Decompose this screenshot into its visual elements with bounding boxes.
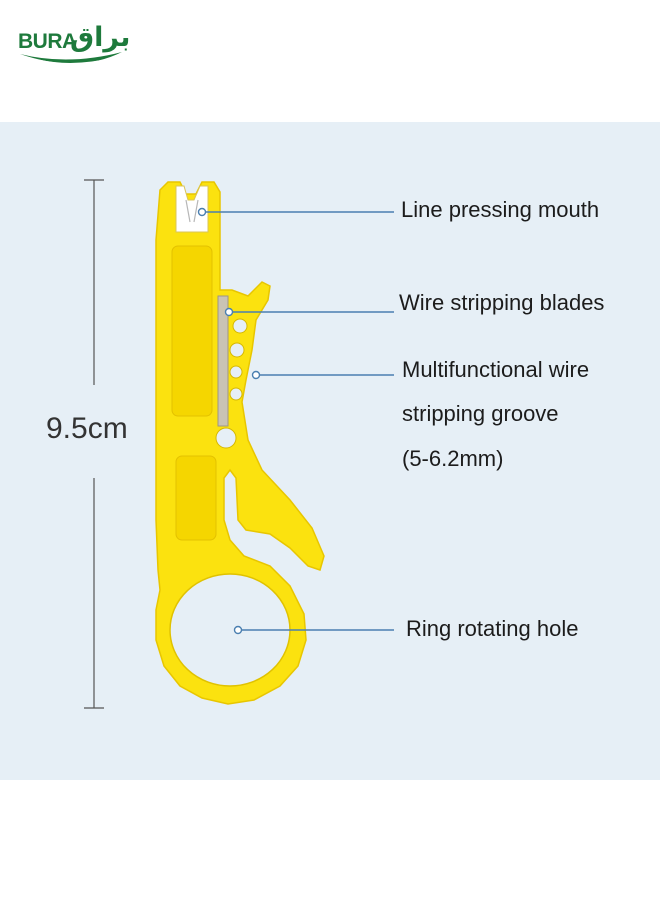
callout-ring-rotating-hole: Ring rotating hole: [406, 616, 579, 641]
stripping-groove-notches: [229, 318, 248, 401]
metal-blade: [217, 295, 229, 427]
dimension-label: 9.5cm: [46, 412, 128, 445]
brand-logo: BURA براق: [18, 22, 131, 74]
logo-text-arabic: براق: [70, 22, 131, 53]
logo-text-latin: BURA: [18, 30, 77, 53]
logo-swoosh-icon: [20, 52, 122, 68]
lower-grip-panel: [175, 455, 217, 541]
upper-grip-panel: [171, 245, 213, 417]
wire-stripper-tool: [155, 181, 325, 705]
callout-groove-line1: Multifunctional wire: [402, 357, 590, 382]
small-pivot-hole: [215, 427, 237, 449]
callout-groove-line3: (5-6.2mm): [402, 446, 504, 471]
product-panel: [0, 122, 660, 780]
dimension-line: [84, 179, 104, 709]
callout-wire-stripping-blades: Wire stripping blades: [399, 290, 605, 315]
pressing-mouth-slot: [175, 185, 209, 233]
callout-leaders: [197, 207, 394, 635]
callout-line-pressing-mouth: Line pressing mouth: [401, 197, 600, 222]
callout-groove-line2: stripping groove: [402, 401, 559, 426]
